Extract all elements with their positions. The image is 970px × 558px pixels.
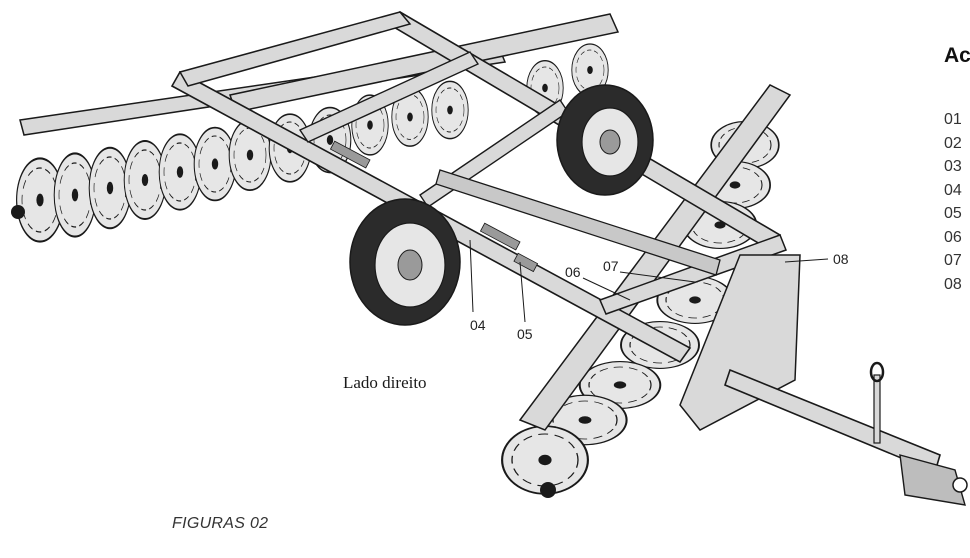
callout-05: 05 — [517, 326, 533, 342]
main-frame — [170, 10, 787, 364]
legend-item: 08 — [944, 275, 962, 293]
left-disc-gang — [11, 106, 352, 243]
rear-transport-wheel — [556, 84, 654, 196]
callout-leaders — [469, 239, 829, 323]
callout-08: 08 — [833, 251, 849, 267]
right-gang-hub — [540, 482, 556, 498]
front-transport-wheel — [349, 198, 461, 326]
legend-item: 05 — [944, 205, 962, 222]
legend-item: 03 — [944, 158, 962, 175]
side-caption: Lado direito — [343, 373, 427, 392]
right-disc-gang — [501, 120, 780, 498]
legend-item: 01 — [944, 111, 962, 128]
legend-item: 04 — [944, 181, 962, 199]
callout-04: 04 — [470, 317, 486, 333]
left-gang-hub — [11, 205, 25, 219]
legend-title: Ac — [944, 44, 970, 67]
hitch-assembly — [679, 254, 968, 506]
legend-item: 07 — [944, 252, 962, 269]
legend-item: 06 — [944, 228, 962, 246]
legend-item: 02 — [944, 134, 962, 152]
callout-07: 07 — [603, 258, 619, 274]
figure-label: FIGURAS 02 — [172, 515, 269, 532]
legend-list: 01 02 03 04 05 06 07 08 — [944, 108, 962, 296]
callout-06: 06 — [565, 264, 581, 280]
